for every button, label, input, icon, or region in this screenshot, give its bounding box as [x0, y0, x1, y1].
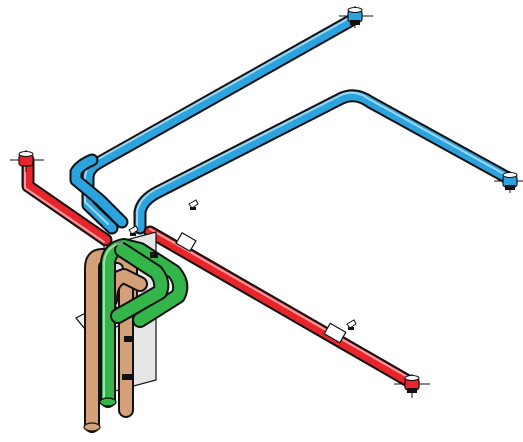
duct-hanger-icon — [128, 225, 139, 236]
supply-duct-run — [143, 225, 417, 389]
duct-sleeves — [175, 231, 347, 344]
intake-duct — [99, 238, 189, 408]
air-valve-icon — [10, 150, 44, 172]
duct-hanger-icon — [188, 199, 199, 210]
sleeve-1 — [175, 231, 197, 253]
unit-fittings — [122, 252, 158, 380]
extract-duct-long — [81, 13, 359, 235]
air-valve-icon — [494, 171, 523, 193]
air-valve-icon — [394, 374, 430, 398]
sleeve-2 — [323, 322, 347, 344]
extract-duct-long-b — [69, 153, 129, 229]
air-valve-icon — [339, 6, 373, 28]
extract-duct-right — [133, 89, 515, 235]
supply-duct-left — [21, 153, 113, 247]
duct-hanger-icon — [346, 319, 357, 330]
